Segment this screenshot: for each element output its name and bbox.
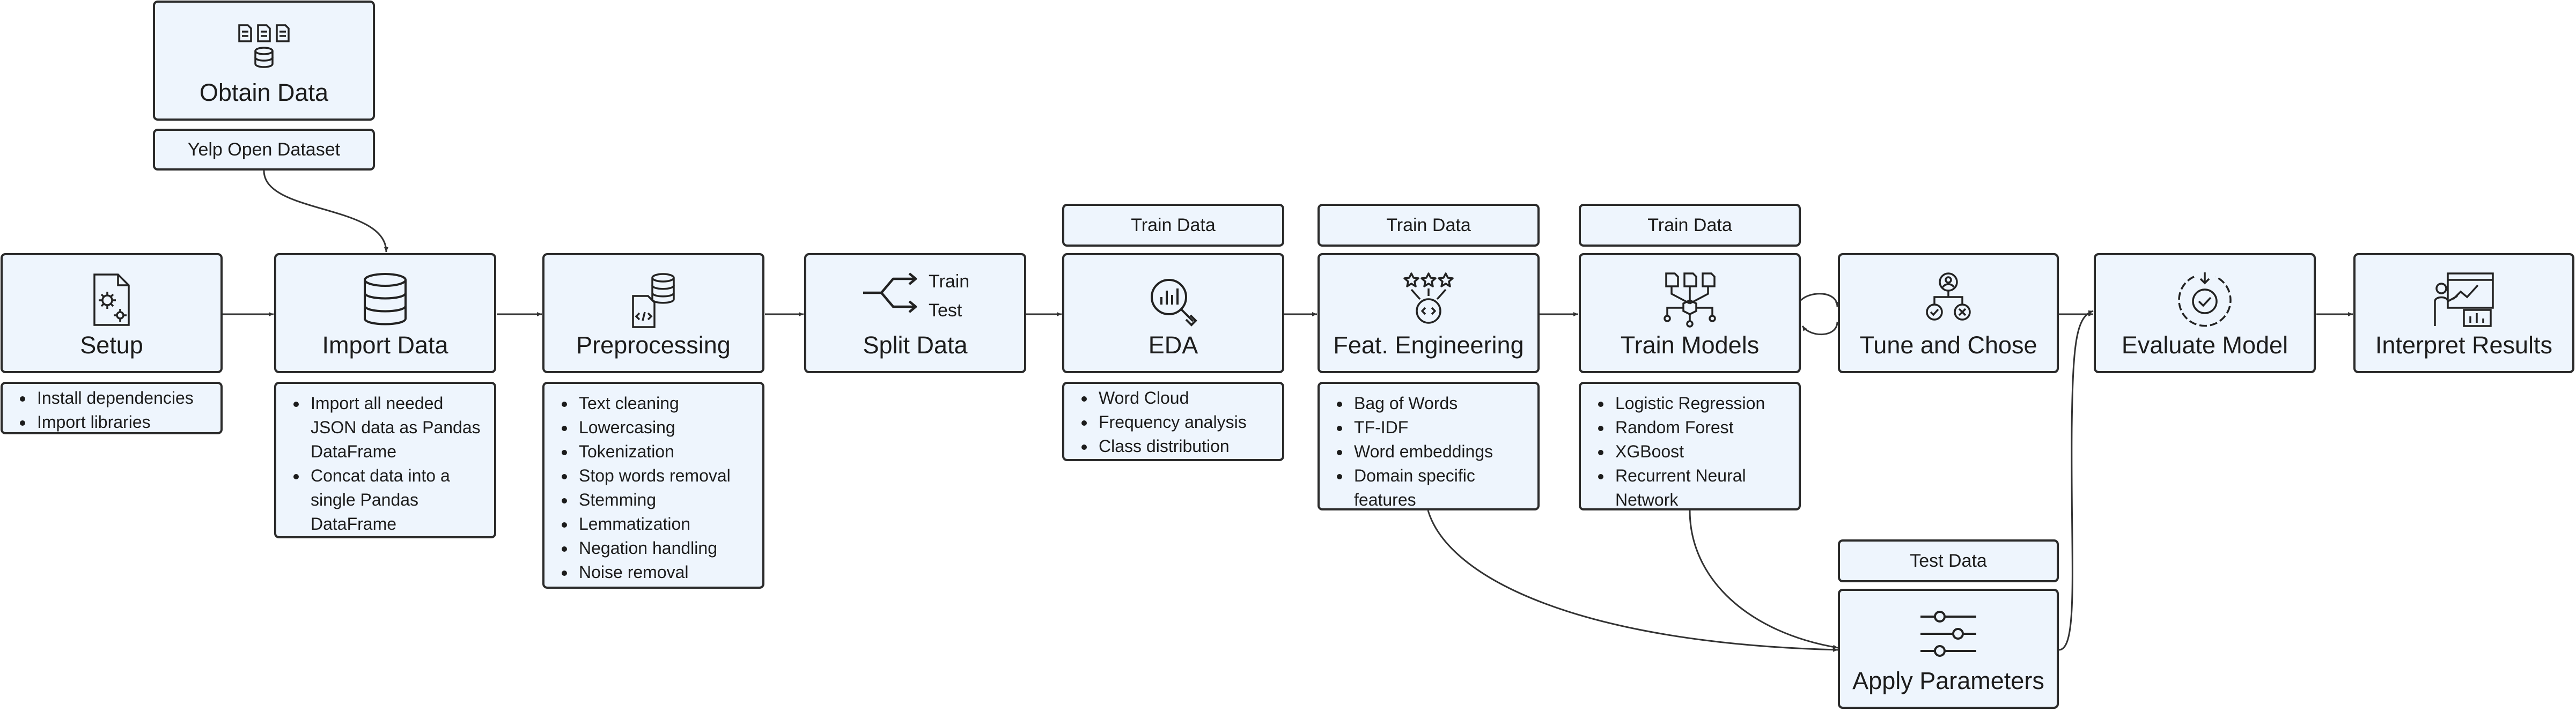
import-data-node: Import Data (274, 253, 496, 373)
list-item: Word embeddings (1351, 440, 1530, 464)
arrow-train-tune (1800, 293, 1839, 307)
list-item: Negation handling (576, 536, 755, 560)
interpret-results-title: Interpret Results (2375, 331, 2553, 359)
list-item: Class distribution (1095, 434, 1275, 458)
train-data-eda-label: Train Data (1062, 204, 1284, 247)
list-item: Concat data into a single Pandas DataFra… (307, 464, 487, 536)
database-icon (364, 273, 407, 325)
sliders-icon (1920, 611, 1976, 657)
list-item: Recurrent Neural Network (1612, 464, 1791, 512)
arrow-train-apply (1689, 510, 1838, 649)
list-item: Import all needed JSON data as Pandas Da… (307, 391, 487, 464)
presentation-icon (2434, 272, 2494, 327)
obtain-data-node: Obtain Data (153, 1, 375, 121)
decision-tree-icon (1926, 272, 1971, 321)
train-data-feat-label: Train Data (1318, 204, 1540, 247)
preprocessing-title: Preprocessing (576, 331, 731, 359)
train-models-list: Logistic Regression Random Forest XGBoos… (1579, 382, 1801, 510)
apply-parameters-node: Apply Parameters (1838, 589, 2059, 709)
split-arrows-icon (863, 272, 917, 313)
gear-document-icon (93, 273, 130, 326)
train-data-models-label: Train Data (1579, 204, 1801, 247)
evaluate-model-node: Evaluate Model (2094, 253, 2316, 373)
interpret-results-node: Interpret Results (2353, 253, 2574, 373)
list-item: Stop words removal (576, 464, 755, 488)
list-item: Stemming (576, 488, 755, 512)
list-item: Bag of Words (1351, 391, 1530, 416)
setup-title: Setup (80, 331, 143, 359)
split-data-node: Train Test Split Data (804, 253, 1026, 373)
eda-list: Word Cloud Frequency analysis Class dist… (1062, 382, 1284, 461)
arrow-feat-apply (1427, 510, 1838, 652)
list-item: Text cleaning (576, 391, 755, 416)
list-item: Word Cloud (1095, 386, 1275, 410)
list-item: Tokenization (576, 440, 755, 464)
eda-node: EDA (1062, 253, 1284, 373)
code-database-icon (632, 273, 675, 328)
list-item: Noise removal (576, 560, 755, 584)
cycle-check-icon (2178, 272, 2232, 327)
train-models-node: Train Models (1579, 253, 1801, 373)
test-data-label: Test Data (1838, 539, 2059, 582)
split-data-title: Split Data (863, 331, 968, 359)
list-item: Logistic Regression (1612, 391, 1791, 416)
list-item: Frequency analysis (1095, 410, 1275, 434)
preprocessing-list: Text cleaning Lowercasing Tokenization S… (542, 382, 764, 589)
eda-title: EDA (1148, 331, 1198, 359)
list-item: XGBoost (1612, 440, 1791, 464)
import-data-title: Import Data (322, 331, 448, 359)
import-data-list: Import all needed JSON data as Pandas Da… (274, 382, 496, 538)
list-item: Import libraries (34, 410, 213, 434)
obtain-data-title: Obtain Data (199, 79, 329, 106)
network-icon (1664, 272, 1716, 328)
list-item: TF-IDF (1351, 416, 1530, 440)
setup-node: Setup (1, 253, 223, 373)
feat-engineering-node: Feat. Engineering (1318, 253, 1540, 373)
list-item: Lemmatization (576, 512, 755, 536)
chart-magnifier-icon (1151, 279, 1197, 327)
train-models-title: Train Models (1620, 331, 1760, 359)
list-item: Domain specific features (1351, 464, 1530, 512)
evaluate-model-title: Evaluate Model (2121, 331, 2288, 359)
preprocessing-node: Preprocessing (542, 253, 764, 373)
list-item: Lowercasing (576, 416, 755, 440)
list-item: Random Forest (1612, 416, 1791, 440)
tune-and-chose-title: Tune and Chose (1859, 331, 2037, 359)
tune-and-chose-node: Tune and Chose (1838, 253, 2059, 373)
split-test-label: Test (929, 300, 962, 321)
stars-code-icon (1403, 272, 1454, 324)
split-train-label: Train (929, 271, 970, 292)
database-files-icon (238, 24, 290, 68)
arrow-yelp-import (263, 170, 388, 253)
list-item: Install dependencies (34, 386, 213, 410)
arrow-apply-evaluate (2058, 310, 2094, 651)
yelp-dataset-label: Yelp Open Dataset (153, 129, 375, 171)
apply-parameters-title: Apply Parameters (1852, 667, 2044, 694)
arrow-tune-train (1801, 321, 1838, 336)
setup-list: Install dependencies Import libraries (1, 382, 223, 434)
feat-engineering-title: Feat. Engineering (1333, 331, 1524, 359)
feat-engineering-list: Bag of Words TF-IDF Word embeddings Doma… (1318, 382, 1540, 510)
